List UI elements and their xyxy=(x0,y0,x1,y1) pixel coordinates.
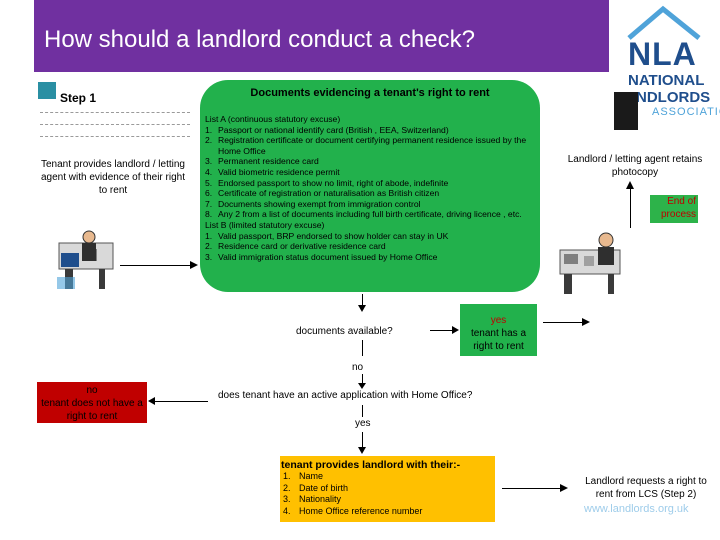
divider xyxy=(40,112,190,113)
logo-line-2: LANDLORDS xyxy=(616,89,711,106)
arrowhead xyxy=(358,447,366,454)
connector xyxy=(154,401,208,402)
arrowhead xyxy=(582,318,590,326)
website-text: www.landlords.org.uk xyxy=(584,503,689,515)
yes-word: yes xyxy=(490,315,507,326)
active-application-question: does tenant have an active application w… xyxy=(218,390,473,401)
retains-photocopy-text: Landlord / letting agent retains photoco… xyxy=(567,154,703,178)
arrowhead xyxy=(148,397,155,405)
arrowhead xyxy=(560,484,568,492)
provide-details-title: tenant provides landlord with their:- xyxy=(281,459,461,471)
logo-line-3: ASSOCIATION xyxy=(652,106,720,118)
connector xyxy=(362,374,363,384)
spacer xyxy=(545,265,549,266)
title-bar xyxy=(34,0,609,72)
list-item: 1.Valid passport, BRP endorsed to show h… xyxy=(205,230,449,241)
list-item: 7.Documents showing exempt from immigrat… xyxy=(205,198,421,209)
list-item: 8.Any 2 from a list of documents includi… xyxy=(205,209,522,220)
request-right-to-rent-text: Landlord requests a right to rent from L… xyxy=(585,476,707,500)
list-item: 2.Date of birth xyxy=(283,482,349,493)
arrowhead xyxy=(626,181,634,189)
connector xyxy=(543,322,583,323)
divider xyxy=(40,124,190,125)
end-of-process-box: End of process xyxy=(650,195,698,223)
provide-details-list: 1.Name 2.Date of birth 3.Nationality 4.H… xyxy=(283,471,422,517)
documents-box-title: Documents evidencing a tenant's right to… xyxy=(250,87,490,99)
list-item: 4.Valid biometric residence permit xyxy=(205,166,340,177)
list-b-heading: List B (limited statutory excuse) xyxy=(205,219,325,230)
provide-details-box xyxy=(280,456,495,522)
landlord-person-icon xyxy=(559,232,621,294)
roof-icon xyxy=(627,5,701,40)
no-right-text: tenant does not have a right to rent xyxy=(41,398,143,422)
connector xyxy=(502,488,562,489)
connector xyxy=(362,294,363,306)
list-item: 2.Registration certificate or document c… xyxy=(205,135,527,156)
list-item: 6.Certificate of registration or natural… xyxy=(205,188,440,199)
connector xyxy=(362,340,363,356)
tenant-person-icon xyxy=(57,230,114,289)
no-right-to-rent-box: no tenant does not have a right to rent xyxy=(37,382,147,423)
divider xyxy=(40,136,190,137)
no-label: no xyxy=(352,362,364,373)
arrowhead xyxy=(358,383,366,389)
dark-block xyxy=(614,92,638,130)
page-title: How should a landlord conduct a check? xyxy=(44,26,475,53)
has-right-to-rent-box: yes tenant has a right to rent xyxy=(460,304,537,356)
connector xyxy=(630,188,631,228)
connector xyxy=(362,432,363,448)
yes-label: yes xyxy=(355,418,371,429)
list-a-heading: List A (continuous statutory excuse) xyxy=(205,114,341,124)
has-right-text: tenant has a right to rent xyxy=(470,328,527,352)
logo-abbr: NLA xyxy=(628,36,697,72)
no-word: no xyxy=(86,385,98,396)
step-label: Step 1 xyxy=(60,91,97,105)
list-item: 3.Nationality xyxy=(283,494,342,504)
list-item: 2.Residence card or derivative residence… xyxy=(205,241,386,252)
list-item: 1.Name xyxy=(283,471,324,481)
documents-available-question: documents available? xyxy=(296,326,393,337)
arrowhead xyxy=(358,305,366,312)
arrowhead xyxy=(452,326,459,334)
connector xyxy=(430,330,454,331)
tenant-provides-text: Tenant provides landlord / letting agent… xyxy=(41,159,185,196)
list-item: 3.Permanent residence card xyxy=(205,156,319,167)
documents-list: List A (continuous statutory excuse) 1.P… xyxy=(205,114,535,262)
connector xyxy=(120,265,192,266)
list-item: 3.Valid immigration status document issu… xyxy=(205,251,438,262)
list-item: 4.Home Office reference number xyxy=(283,505,423,516)
logo-line-1: NATIONAL xyxy=(628,72,705,89)
step-marker xyxy=(38,82,56,99)
nla-logo xyxy=(615,5,715,123)
connector xyxy=(362,405,363,417)
arrowhead xyxy=(190,261,198,269)
documents-box xyxy=(200,80,540,292)
list-item: 5.Endorsed passport to show no limit, ri… xyxy=(205,177,449,188)
list-item: 1.Passport or national identify card (Br… xyxy=(205,124,449,135)
